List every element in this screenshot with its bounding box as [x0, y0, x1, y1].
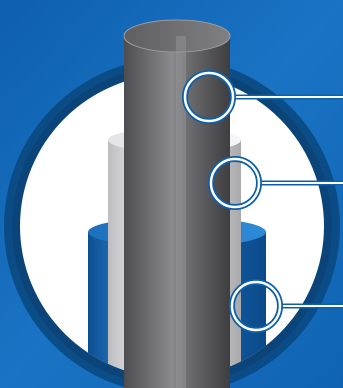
core-rod: [123, 19, 231, 388]
callout-ring: [183, 71, 235, 123]
callout-group: [182, 70, 343, 333]
callout-core-rod: [182, 70, 343, 124]
callout-outer-sheath: [229, 279, 343, 333]
callout-ring: [209, 157, 261, 209]
callout-ring: [230, 280, 282, 332]
callout-middle-sleeve: [208, 156, 343, 210]
